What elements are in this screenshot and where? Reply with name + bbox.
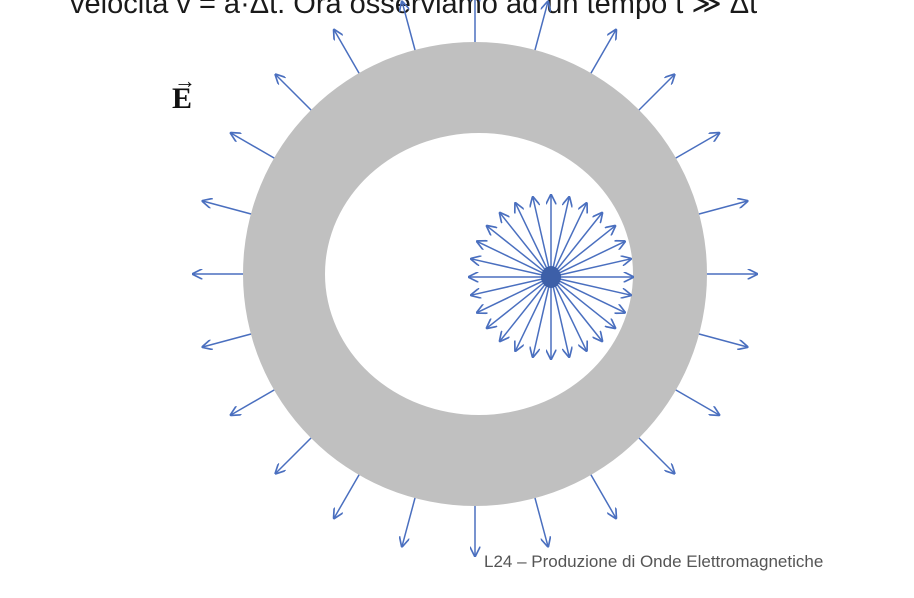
inner-field-arrow [554,203,587,270]
inner-field-arrow [559,278,631,295]
inner-field-arrow [477,241,544,274]
inner-field-arrow [533,197,550,269]
inner-field-arrow [552,285,569,357]
inner-field-arrow [533,285,550,357]
inner-field-arrow [552,197,569,269]
inner-field-arrow [487,282,545,329]
slide-heading-text: velocità v = a·Δt. Ora osserviamo ad un … [70,0,758,20]
electric-field-label: → E [172,68,196,116]
inner-field-arrow [500,213,546,271]
inner-field-arrow [471,278,543,295]
vector-arrow-symbol: → [174,68,196,93]
footer-caption: L24 – Produzione di Onde Elettromagnetic… [484,552,824,571]
inner-field-lines [469,195,633,359]
inner-field-arrow [515,284,548,351]
inner-field-arrow [557,282,615,329]
inner-field-arrow [471,259,543,276]
inner-field-arrow [559,259,631,276]
inner-field-arrow [558,241,625,274]
inner-field-arrow [500,283,546,341]
inner-field-arrow [558,280,625,313]
inner-field-arrow [554,284,587,351]
inner-field-arrow [487,226,545,272]
inner-field-arrow [477,280,544,313]
inner-field-arrow [556,213,603,271]
inner-field-arrow [556,283,603,341]
inner-field-arrow [557,226,615,272]
electric-field-symbol: E [172,82,193,115]
inner-field-arrow [515,203,548,270]
radiation-shell [243,42,707,506]
point-charge [541,266,561,288]
